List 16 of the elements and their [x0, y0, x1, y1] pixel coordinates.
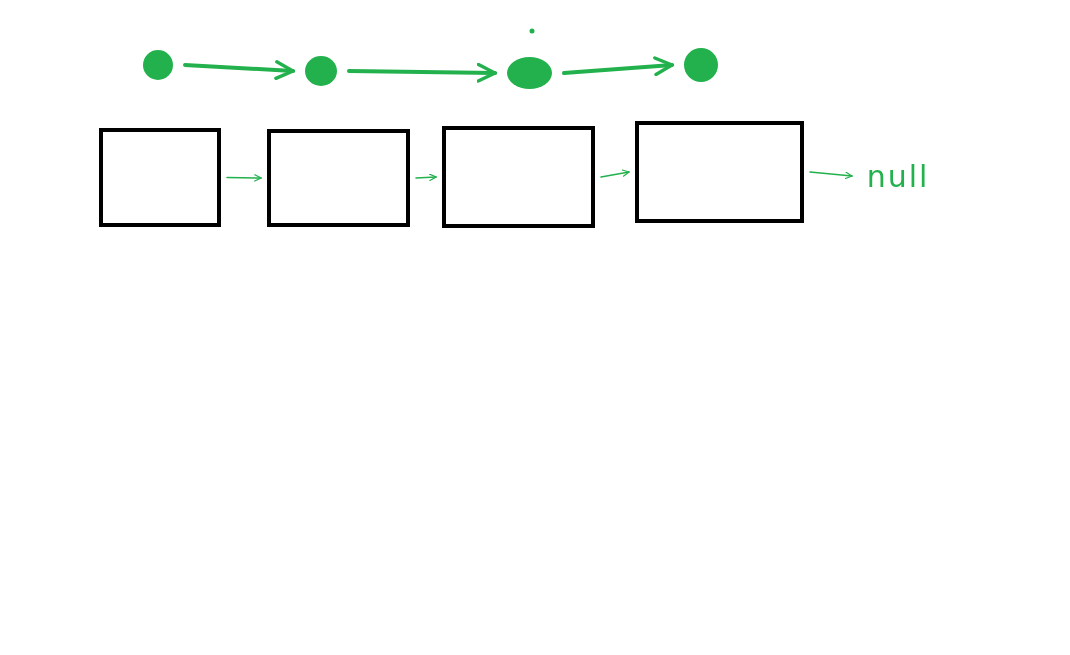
arrow [226, 174, 262, 182]
node-dot [684, 48, 718, 82]
list-node-box [635, 121, 804, 223]
arrow [183, 60, 295, 81]
list-node-box [442, 126, 595, 228]
arrow [415, 173, 437, 182]
node-dot [305, 56, 337, 86]
arrow [809, 171, 853, 180]
node-dot [143, 50, 173, 80]
node-dot [507, 57, 552, 89]
arrow [347, 62, 497, 83]
arrow [600, 169, 630, 178]
list-node-box [267, 129, 410, 227]
null-label: null [866, 158, 930, 194]
arrow [562, 56, 674, 77]
list-node-box [99, 128, 221, 227]
